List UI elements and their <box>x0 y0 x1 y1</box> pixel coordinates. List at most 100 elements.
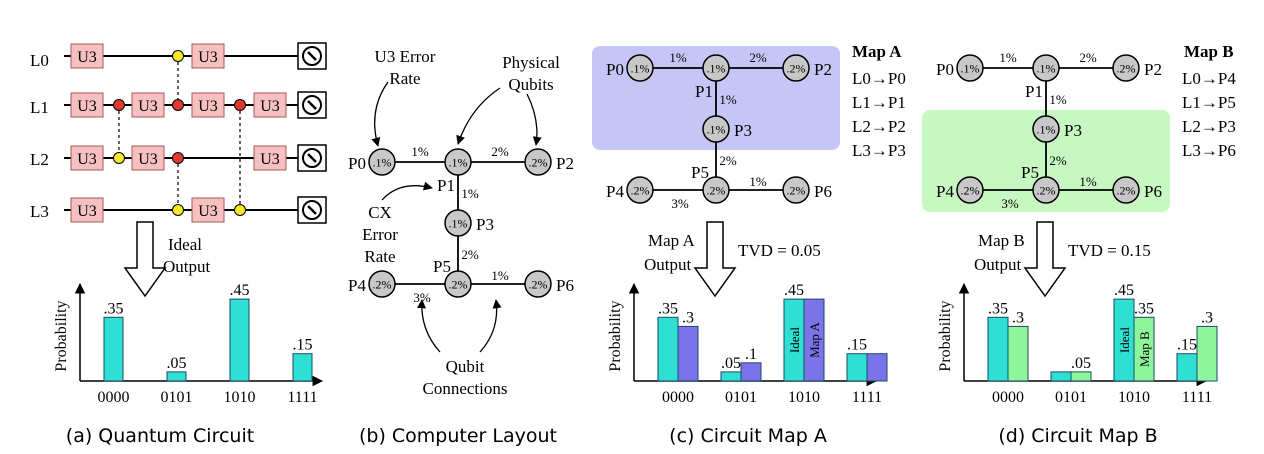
arrow-label-ideal: Ideal <box>168 235 202 254</box>
qubit-error-label: .2% <box>1117 184 1136 198</box>
bar <box>1070 371 1092 382</box>
y-axis-label: Probability <box>607 300 624 371</box>
qubit-name-label: P4 <box>348 276 366 295</box>
x-tick-label: 1111 <box>852 389 882 406</box>
x-tick-label: 0000 <box>98 389 130 406</box>
physical-qubit: .1%P0 <box>936 54 984 82</box>
output-arrow-icon <box>693 221 737 298</box>
qubit-error-label: .1% <box>449 217 468 231</box>
bar <box>229 298 250 382</box>
qubit-error-label: .2% <box>787 62 806 76</box>
output-arrow-icon <box>123 221 167 298</box>
qubit-error-label: .2% <box>529 156 548 170</box>
x-tick-label: 1111 <box>287 389 317 406</box>
probability-chart: Probability0000.35.30101.05.11010.45Idea… <box>607 282 888 406</box>
cx-error-label: 1% <box>1049 92 1067 107</box>
in-bar-label: Ideal <box>787 327 802 353</box>
data-label: .35 <box>658 300 678 317</box>
cx-control-dot <box>172 99 184 111</box>
panel-d-circuit-map-b: 1%2%1%2%3%1%.1%P0.1%P1.2%P2.1%P3.2%P4.2%… <box>922 42 1236 447</box>
data-label: .3 <box>682 309 694 326</box>
panel-a-caption: (a) Quantum Circuit <box>66 425 254 447</box>
u3-gate-label: U3 <box>260 98 280 115</box>
qubit-name-label: P1 <box>695 82 713 101</box>
bar <box>292 353 313 382</box>
annotation-connections: Connections <box>423 379 508 398</box>
bar <box>1176 353 1198 382</box>
map-a-mapping: L3→P3 <box>852 141 906 160</box>
u3-gate-label: U3 <box>198 98 218 115</box>
cx-target-dot <box>172 50 184 62</box>
in-bar-label: Ideal <box>1117 327 1132 353</box>
qubit-name-label: P0 <box>606 60 624 79</box>
output-arrow-icon <box>1023 221 1067 298</box>
qubit-error-label: .2% <box>529 278 548 292</box>
x-tick-label: 0101 <box>1055 389 1087 406</box>
qubit-name-label: P6 <box>1144 182 1162 201</box>
physical-qubit: .1%P1 <box>437 148 472 195</box>
y-axis-label: Probability <box>937 300 954 371</box>
qubit-name-label: P5 <box>433 257 451 276</box>
qubit-error-label: .1% <box>707 123 726 137</box>
u3-gate-label: U3 <box>260 151 280 168</box>
physical-qubit: .1%P0 <box>606 54 654 82</box>
cx-error-label: 1% <box>669 50 687 65</box>
u3-gate: U3 <box>131 145 165 171</box>
physical-qubit: .2%P5 <box>691 163 730 204</box>
map-a-mapping: L0→P0 <box>852 69 906 88</box>
u3-gate-label: U3 <box>77 98 97 115</box>
bar <box>846 353 868 382</box>
qubit-name-label: P6 <box>814 182 832 201</box>
physical-qubit: .2%P4 <box>348 270 396 298</box>
measurement-meter-icon <box>297 144 327 172</box>
map-b-mapping: L2→P3 <box>1182 117 1236 136</box>
arrow-label-map-a: Map A <box>648 231 695 250</box>
map-b-title: Map B <box>1184 42 1234 61</box>
pointer-arrow <box>416 299 441 353</box>
physical-qubit: .2%P4 <box>936 176 984 204</box>
data-label: .05 <box>1071 355 1091 372</box>
u3-gate: U3 <box>131 92 165 118</box>
x-tick-label: 1010 <box>224 389 256 406</box>
cx-error-label: 1% <box>411 144 429 159</box>
in-bar-label: Map B <box>1137 331 1152 367</box>
qubit-error-label: .2% <box>787 184 806 198</box>
qubit-name-label: P2 <box>1144 60 1162 79</box>
u3-gate: U3 <box>191 197 225 223</box>
cx-control-dot <box>172 152 184 164</box>
u3-gate-label: U3 <box>77 49 97 66</box>
data-label: .35 <box>988 300 1008 317</box>
map-b-mapping: L1→P5 <box>1182 93 1236 112</box>
data-label: .45 <box>1114 282 1134 299</box>
bar <box>677 325 699 382</box>
map-a-mapping: L2→P2 <box>852 117 906 136</box>
map-b-mapping: L3→P6 <box>1182 141 1236 160</box>
annotation-rate: Rate <box>364 247 395 266</box>
qubit-name-label: P4 <box>936 182 954 201</box>
annotation-cx: CX <box>368 203 392 222</box>
qubit-name-label: P2 <box>556 154 574 173</box>
arrow-label-output: Output <box>974 255 1022 274</box>
measurement-meter-icon <box>297 196 327 224</box>
panel-c-circuit-map-a: 1%2%1%2%3%1%.1%P0.1%P1.2%P2.1%P3.2%P4.2%… <box>592 42 906 447</box>
qubit-name-label: P0 <box>936 60 954 79</box>
qubit-error-label: .1% <box>449 156 468 170</box>
qubit-name-label: P5 <box>691 163 709 182</box>
map-b-mapping: L0→P4 <box>1182 69 1236 88</box>
physical-qubit: .2%P2 <box>1112 54 1162 82</box>
x-tick-label: 1111 <box>1182 389 1212 406</box>
bar <box>803 298 825 382</box>
x-tick-label: 0101 <box>161 389 193 406</box>
cx-error-label: 2% <box>719 153 737 168</box>
data-label: .35 <box>104 300 124 317</box>
map-a-mapping: L1→P1 <box>852 93 906 112</box>
cx-error-label: 2% <box>461 247 479 262</box>
x-tick-label: 0000 <box>992 389 1024 406</box>
pointer-arrow <box>371 81 389 147</box>
physical-qubit: .2% P6 <box>782 176 832 204</box>
data-label: .15 <box>293 337 313 354</box>
u3-gate: U3 <box>70 92 104 118</box>
